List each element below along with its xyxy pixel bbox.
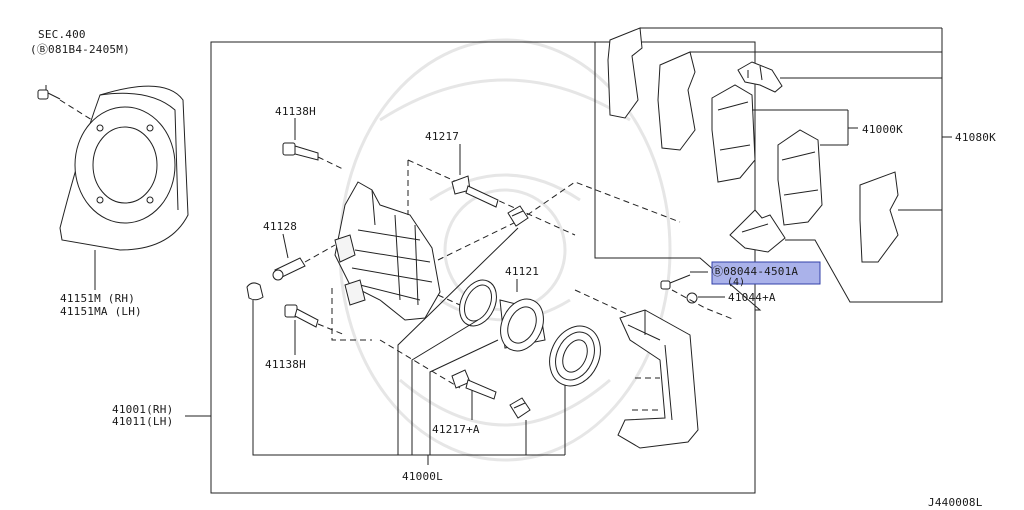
anti-squeal-shim-2-icon[interactable] [657,51,696,151]
bleeder-cap-icon[interactable] [246,282,264,301]
sec-label[interactable]: SEC.400 [38,28,86,41]
label-bolt-part[interactable]: Ⓑ08044-4501A [712,265,798,278]
part-highlight [711,261,821,285]
brake-pad-outer-icon[interactable] [777,129,823,226]
washer-icon[interactable] [686,292,698,304]
torque-member-icon[interactable] [617,309,699,449]
sec-ref-label[interactable]: (Ⓑ081B4-2405M) [30,43,130,56]
guide-pin-bolt-top-icon[interactable] [282,142,319,161]
sec-label-group: SEC.400 (Ⓑ081B4-2405M) [30,28,130,56]
pin-boot-top-icon[interactable] [507,205,529,227]
piston-boot-icon[interactable] [540,318,610,394]
label-41138h-bottom[interactable]: 41138H [265,358,306,371]
label-41044a[interactable]: 41044+A [728,291,776,304]
label-41011[interactable]: 41011(LH) [112,415,173,428]
piston-seal-icon[interactable] [452,274,503,332]
label-41217[interactable]: 41217 [425,130,459,143]
anti-squeal-shim-3-icon[interactable] [859,171,899,263]
label-41138h-top[interactable]: 41138H [275,105,316,118]
label-41001[interactable]: 41001(RH) [112,403,173,416]
pad-spring-clip-icon[interactable] [729,209,786,253]
label-41000l[interactable]: 41000L [402,470,443,483]
diagram-id: J440008L [928,496,983,509]
guide-pin-bottom-icon[interactable] [451,369,497,400]
guide-pin-bolt-bottom-icon[interactable] [284,304,319,328]
label-41080k[interactable]: 41080K [955,131,996,144]
backing-bolt-icon[interactable] [37,85,61,100]
pad-bolt-icon[interactable] [660,274,691,290]
label-bolt-qty: (4) [727,277,745,288]
caliper-body-icon[interactable] [334,181,441,321]
label-41151ma[interactable]: 41151MA (LH) [60,305,142,318]
label-41217a[interactable]: 41217+A [432,423,480,436]
anti-squeal-shim-1-icon[interactable] [607,27,643,119]
pin-boot-bottom-icon[interactable] [509,397,531,419]
guide-pin-top-icon[interactable] [451,175,499,208]
dust-shield-icon[interactable] [59,85,189,251]
pad-retainer-clip-icon[interactable] [737,61,783,93]
bleeder-screw-icon[interactable] [272,257,306,281]
label-41128[interactable]: 41128 [263,220,297,233]
label-41151m[interactable]: 41151M (RH) [60,292,135,305]
label-41000k[interactable]: 41000K [862,123,903,136]
piston-icon[interactable] [492,292,551,358]
brake-pad-inner-icon[interactable] [711,84,756,183]
label-41121[interactable]: 41121 [505,265,539,278]
